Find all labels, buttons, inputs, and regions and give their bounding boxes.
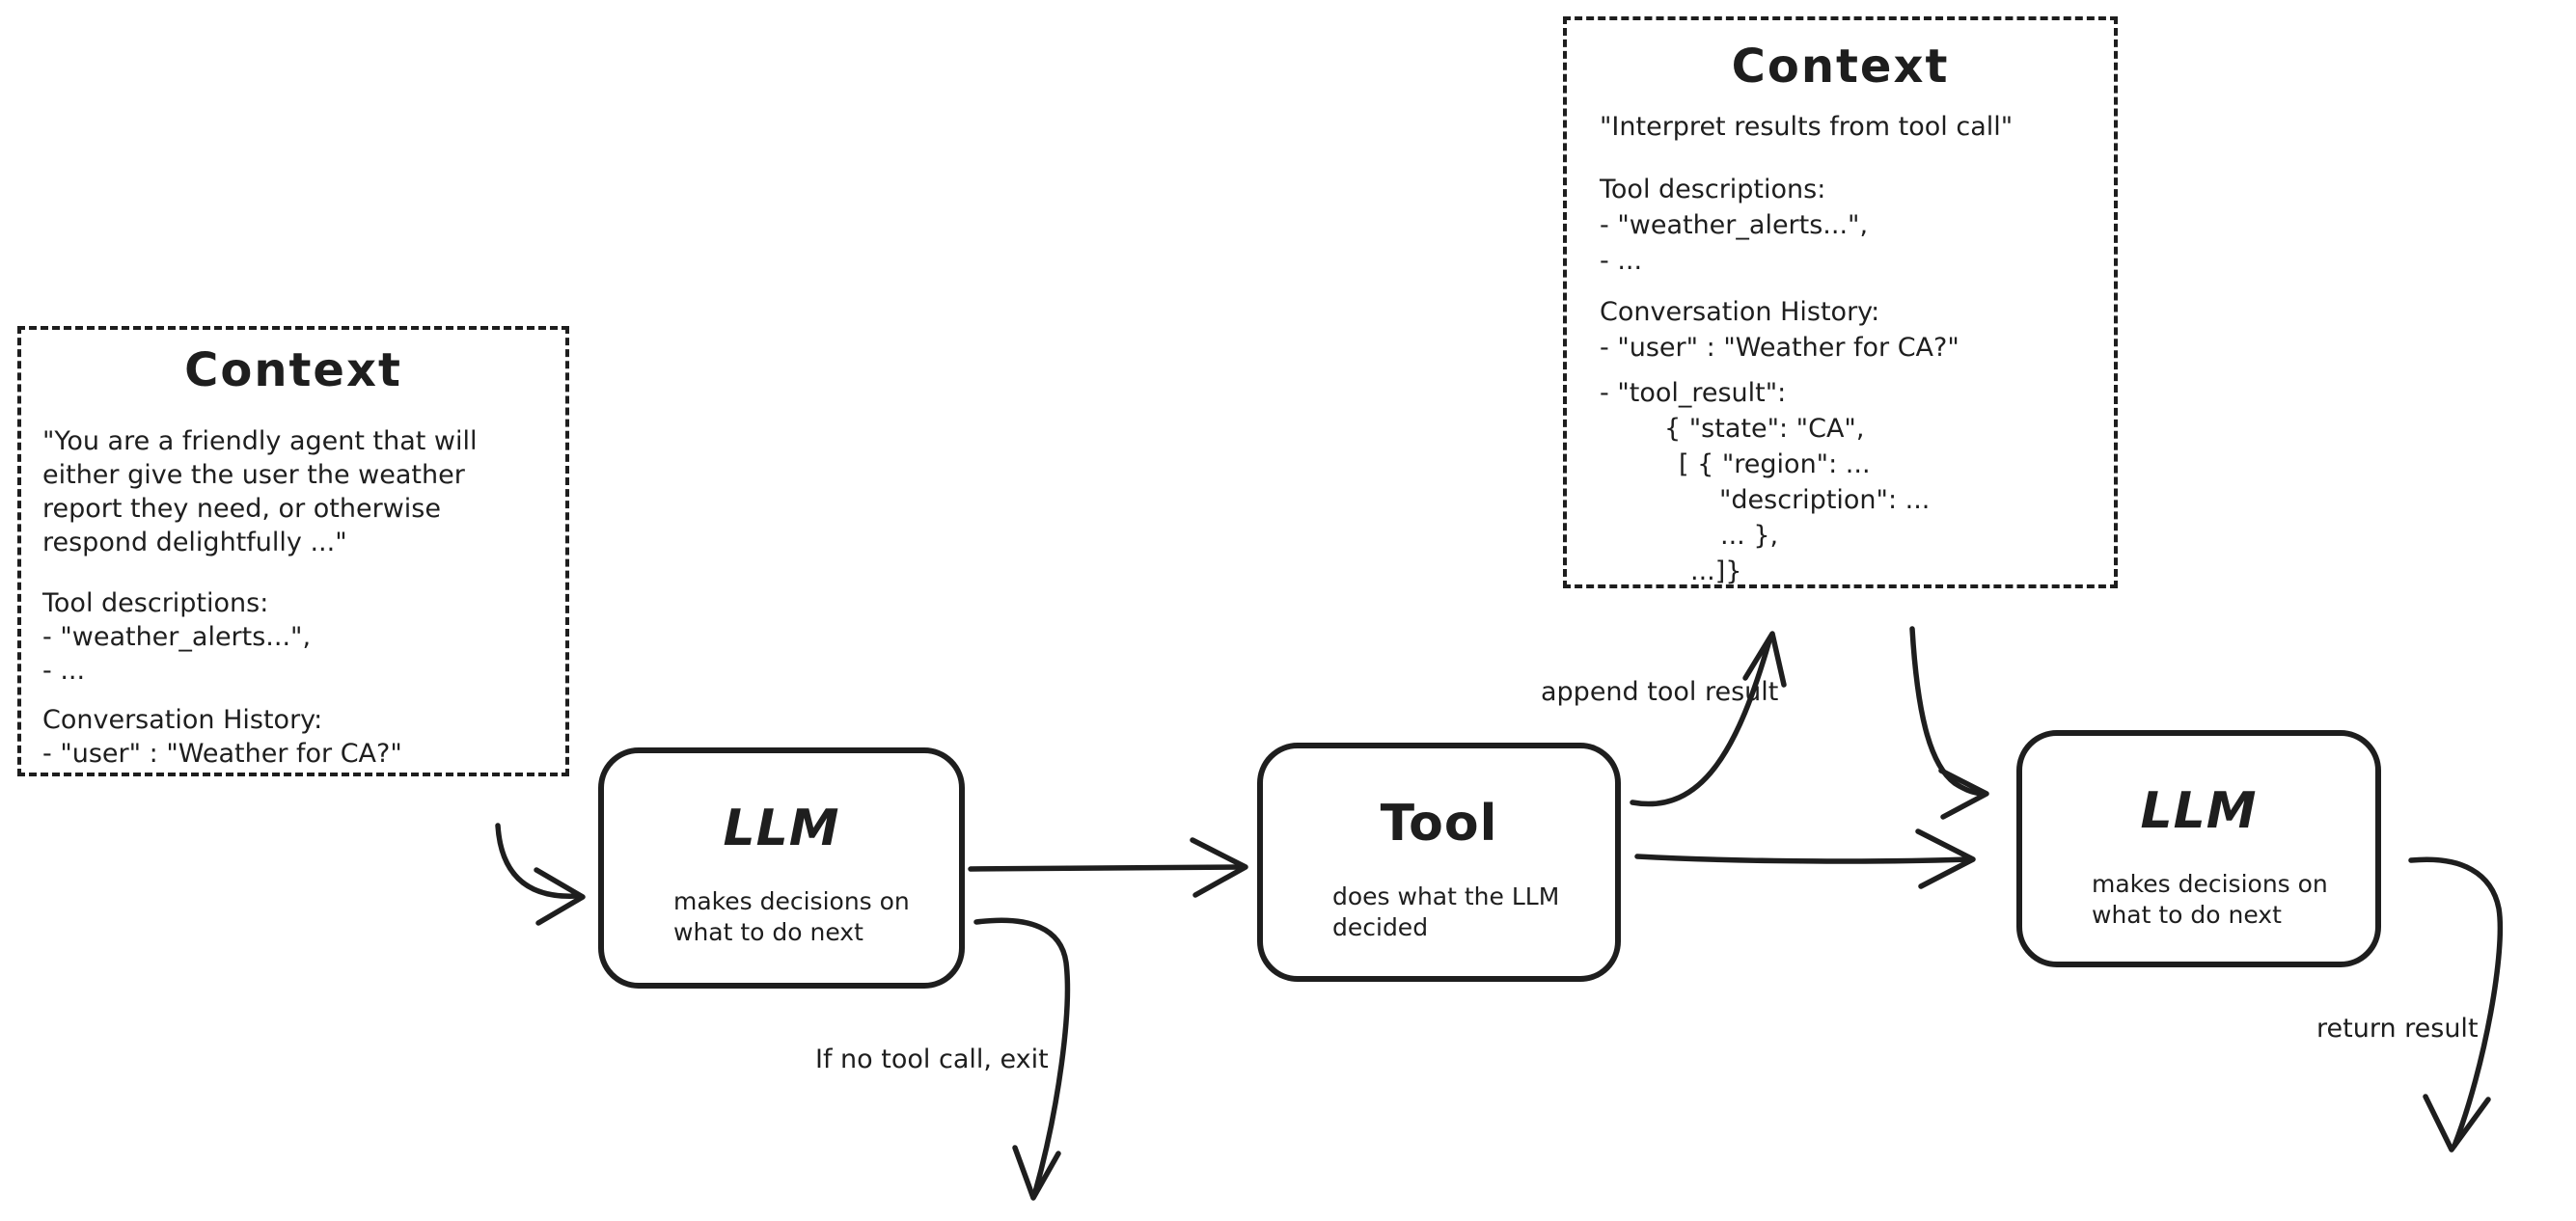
context-box-initial-conversation-history: Conversation History: - "user" : "Weathe… (42, 705, 402, 769)
context-box-with-tool-result: Context "Interpret results from tool cal… (1563, 16, 2118, 588)
edge-llm2-return-arrow (2408, 856, 2504, 1149)
context-box-initial-system-prompt: "You are a friendly agent that will eith… (42, 426, 478, 557)
edge-llm1-exit-arrowhead (1012, 1145, 1061, 1201)
tool-node-subtitle: does what the LLM decided (1332, 882, 1560, 941)
llm-node-1-title: LLM (723, 800, 840, 857)
llm-node-1: LLM makes decisions on what to do next (598, 747, 965, 989)
context-box-initial-tool-descriptions: Tool descriptions: - "weather_alerts..."… (42, 588, 312, 686)
context-box-initial-title: Context (184, 343, 402, 397)
context-box-tool-result-system-prompt: "Interpret results from tool call" (1600, 112, 2014, 142)
context-box-tool-result-conversation-history: Conversation History: - "user" : "Weathe… (1600, 297, 1959, 586)
context-box-tool-result-title: Context (1731, 40, 1950, 94)
llm-node-2-subtitle: makes decisions on what to do next (2092, 870, 2328, 929)
append-tool-result-label: append tool result (1541, 677, 1779, 707)
edge-context-to-llm1-arrow (495, 823, 580, 899)
edge-tool-to-llm2-arrowhead (1915, 828, 1976, 889)
no-tool-call-exit-label: If no tool call, exit (815, 1045, 1049, 1074)
context-box-tool-result-tool-descriptions: Tool descriptions: - "weather_alerts..."… (1600, 175, 1869, 276)
edge-tool-to-llm2-arrow (1634, 854, 1971, 864)
edge-tool-to-context-arrow (1630, 638, 1772, 807)
llm-node-1-subtitle: makes decisions on what to do next (673, 887, 910, 946)
edge-llm2-return-arrowhead (2423, 1094, 2491, 1153)
edge-context-to-llm2-arrowhead (1938, 768, 1989, 820)
edge-llm1-to-tool-arrow (968, 864, 1243, 872)
llm-node-2-title: LLM (2140, 782, 2258, 840)
context-box-initial: Context "You are a friendly agent that w… (17, 326, 569, 776)
tool-node: Tool does what the LLM decided (1257, 743, 1621, 982)
edge-llm1-to-tool-arrowhead (1190, 837, 1248, 898)
edge-context-to-llm2-arrow (1909, 626, 1986, 797)
llm-node-2: LLM makes decisions on what to do next (2016, 730, 2381, 967)
return-result-label: return result (2316, 1014, 2479, 1044)
tool-node-title: Tool (1380, 795, 1498, 853)
edge-context-to-llm1-arrowhead (534, 867, 586, 926)
